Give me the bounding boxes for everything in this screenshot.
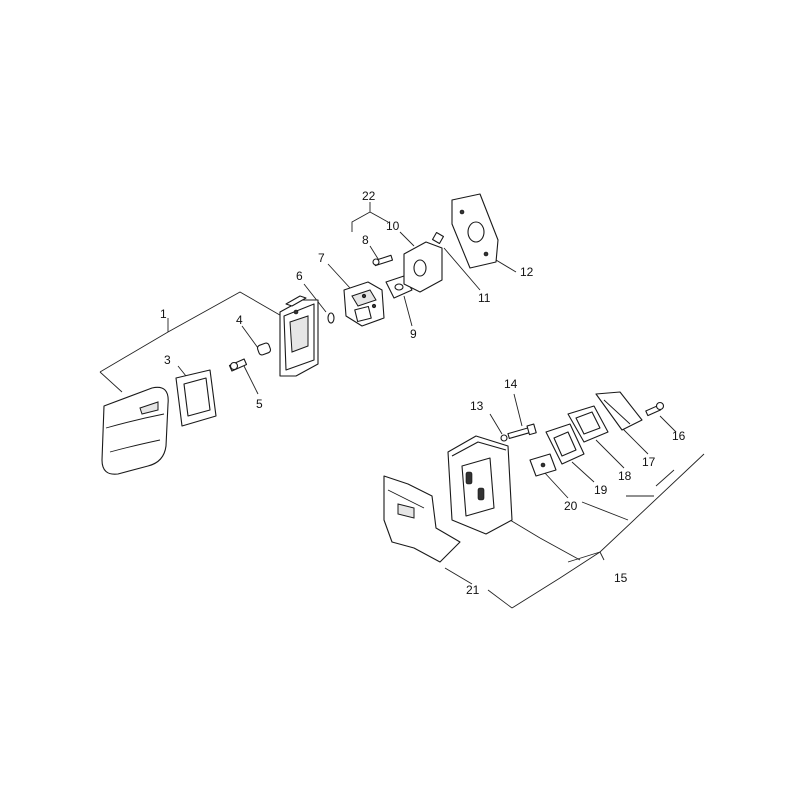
part-carburetor	[343, 281, 385, 327]
callout-1: 1	[160, 307, 167, 321]
callout-10: 10	[386, 219, 400, 233]
part-bolt-14	[507, 423, 537, 440]
part-nut-11	[431, 231, 445, 245]
part-screw-8	[372, 254, 394, 267]
callout-11: 11	[478, 291, 491, 305]
callout-17: 17	[642, 455, 656, 469]
part-screw-16	[645, 401, 665, 417]
callout-18: 18	[618, 469, 632, 483]
callout-3: 3	[164, 353, 171, 367]
callout-4: 4	[236, 313, 243, 327]
callout-5: 5	[256, 397, 263, 411]
callout-8: 8	[362, 233, 369, 247]
callout-13: 13	[470, 399, 484, 413]
part-screw-5	[228, 358, 248, 372]
callout-15: 15	[614, 571, 628, 585]
callout-7: 7	[318, 251, 325, 265]
part-air-filter-base	[279, 295, 319, 377]
callout-16: 16	[672, 429, 686, 443]
part-gasket-12	[451, 193, 499, 269]
part-gasket-19	[545, 423, 585, 465]
callout-19: 19	[594, 483, 608, 497]
part-filter-element	[175, 369, 217, 427]
part-air-filter-cover	[101, 386, 169, 475]
leader-lines	[99, 202, 705, 609]
callout-12: 12	[520, 265, 534, 279]
part-gasket-18	[567, 405, 609, 443]
part-collar-4	[256, 342, 272, 356]
part-muffler	[447, 435, 513, 535]
part-gasket-20	[529, 453, 557, 477]
part-o-ring-6	[327, 312, 335, 324]
callout-21: 21	[466, 583, 480, 597]
callout-22: 22	[362, 189, 376, 203]
part-insulator-10	[403, 241, 443, 293]
part-plate-17	[595, 391, 643, 431]
callout-6: 6	[296, 269, 303, 283]
callout-labels: 1 22 3 4 5 6 7 8 9 10 11 12 13 14 15 16 …	[160, 189, 686, 597]
callout-20: 20	[564, 499, 578, 513]
callout-14: 14	[504, 377, 518, 391]
part-heat-shield-21	[383, 475, 461, 563]
callout-9: 9	[410, 327, 417, 341]
part-washer-13	[500, 434, 508, 442]
